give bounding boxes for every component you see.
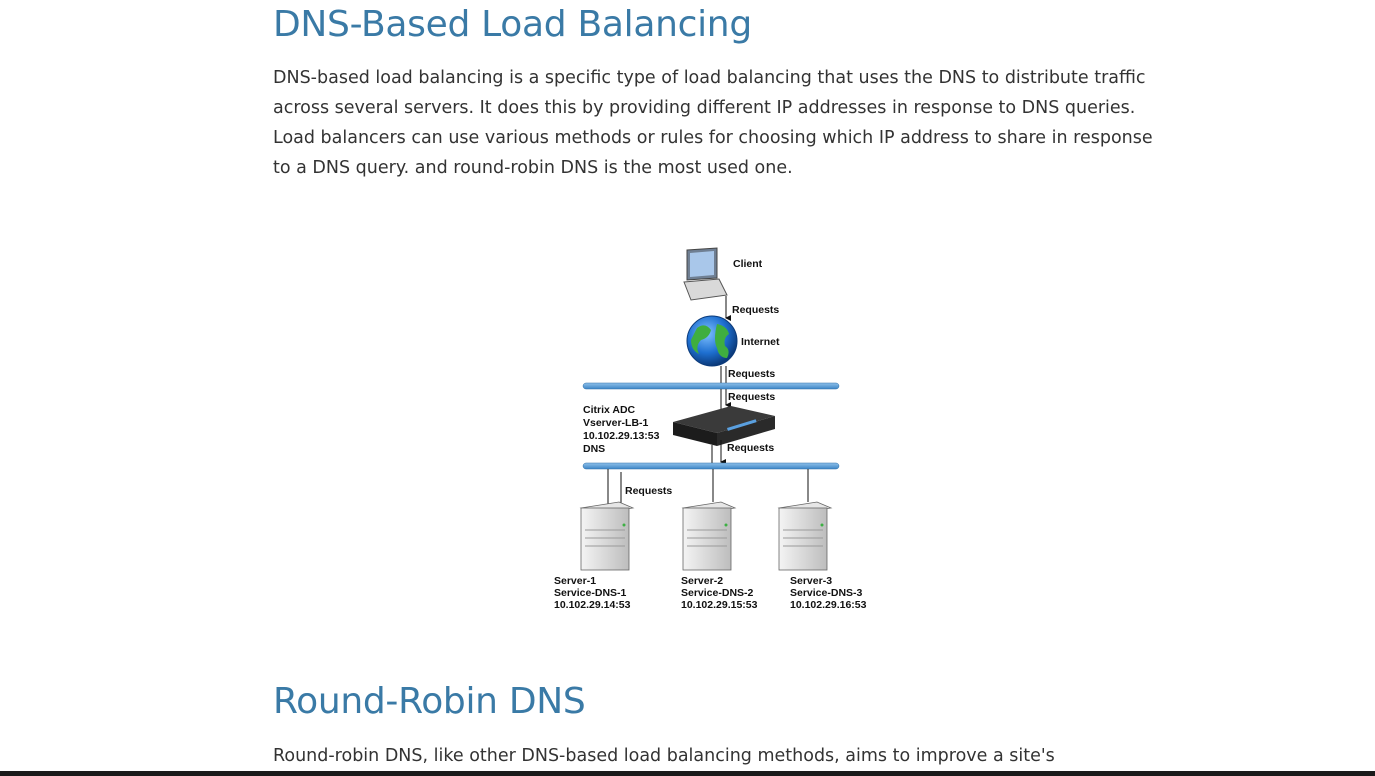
server-2-name: Server-2 bbox=[681, 575, 723, 587]
requests-label: Requests bbox=[728, 391, 775, 403]
section-paragraph-dns-load-balancing: DNS-based load balancing is a specific t… bbox=[273, 68, 1153, 178]
server-3-name: Server-3 bbox=[790, 575, 832, 587]
adc-label-address: 10.102.29.13:53 bbox=[583, 430, 660, 442]
globe-icon bbox=[686, 315, 738, 367]
dns-load-balancing-diagram: Client Requests Internet Requests Reques… bbox=[554, 247, 867, 611]
citrix-adc-appliance-icon bbox=[673, 406, 775, 446]
network-bus-bottom bbox=[582, 462, 840, 470]
internet-label: Internet bbox=[741, 336, 780, 348]
laptop-icon bbox=[683, 247, 728, 301]
server-3-icon bbox=[777, 501, 833, 571]
server-2-address: 10.102.29.15:53 bbox=[681, 599, 758, 611]
requests-label: Requests bbox=[625, 485, 672, 497]
requests-label: Requests bbox=[728, 368, 775, 380]
server-3-address: 10.102.29.16:53 bbox=[790, 599, 867, 611]
bottom-edge-bar bbox=[0, 771, 1375, 776]
requests-label: Requests bbox=[732, 304, 779, 316]
server-2-icon bbox=[681, 501, 737, 571]
server-1-icon bbox=[579, 501, 635, 571]
client-label: Client bbox=[733, 258, 763, 270]
section-paragraph-round-robin-dns: Round-robin DNS, like other DNS-based lo… bbox=[273, 746, 1055, 766]
server-2-service: Service-DNS-2 bbox=[681, 587, 754, 599]
server-1-service: Service-DNS-1 bbox=[554, 587, 627, 599]
section-title-dns-load-balancing: DNS-Based Load Balancing bbox=[273, 4, 752, 45]
server-1-name: Server-1 bbox=[554, 575, 596, 587]
server-3-service: Service-DNS-3 bbox=[790, 587, 863, 599]
network-bus-top bbox=[582, 382, 840, 390]
adc-label-vserver: Vserver-LB-1 bbox=[583, 417, 649, 429]
server-1-address: 10.102.29.14:53 bbox=[554, 599, 631, 611]
requests-label: Requests bbox=[727, 442, 774, 454]
adc-label-name: Citrix ADC bbox=[583, 404, 636, 416]
adc-label-protocol: DNS bbox=[583, 443, 605, 455]
section-title-round-robin-dns: Round-Robin DNS bbox=[273, 681, 586, 722]
